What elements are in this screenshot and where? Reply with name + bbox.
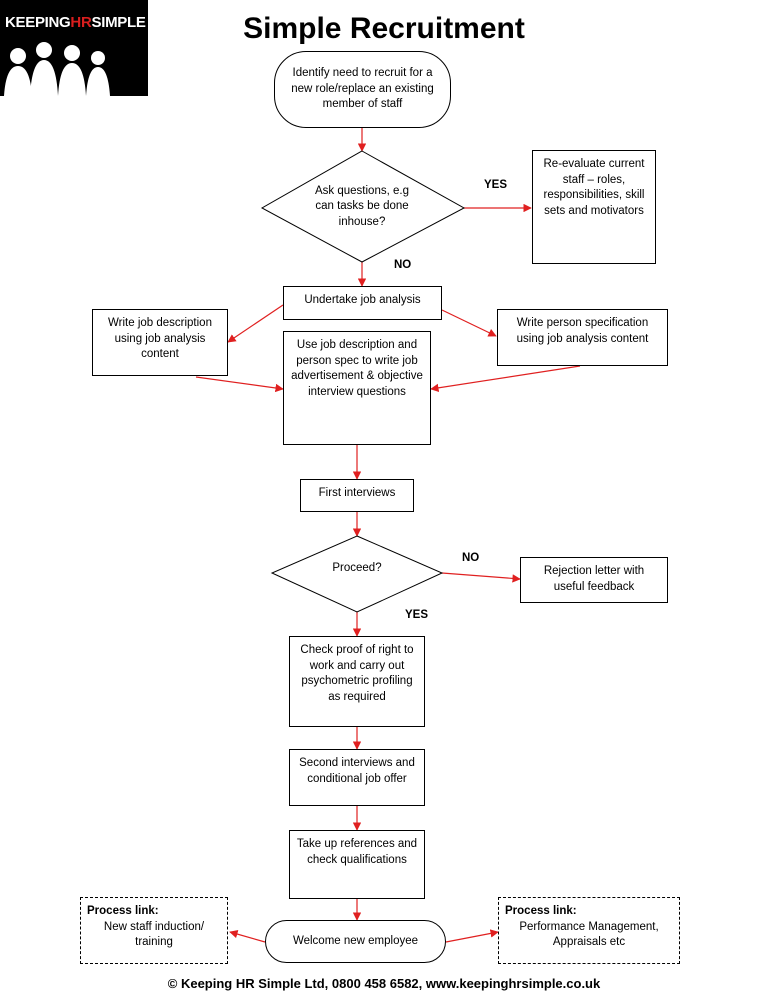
arrow-to-job-description <box>227 304 284 343</box>
welcome-employee-node: Welcome new employee <box>265 920 446 963</box>
performance-process-link: Process link: Performance Management, Ap… <box>498 897 680 964</box>
advertisement-box: Use job description and person spec to w… <box>283 331 431 445</box>
decision-proceed-label: Proceed? <box>332 562 382 575</box>
company-logo: KEEPINGHRSIMPLE <box>0 0 148 96</box>
reevaluate-staff-box: Re-evaluate current staff – roles, respo… <box>532 150 656 264</box>
arrow-job-description-to-ad <box>195 376 284 393</box>
arrow-person-spec-to-ad <box>430 365 581 392</box>
job-analysis-box: Undertake job analysis <box>283 286 442 320</box>
decision-inhouse-diamond <box>260 150 466 263</box>
decision-proceed-diamond <box>270 535 444 613</box>
performance-link-body: Performance Management, Appraisals etc <box>519 920 659 949</box>
second-interviews-box: Second interviews and conditional job of… <box>289 749 425 806</box>
no-label-inhouse: NO <box>394 259 412 271</box>
arrow-no-to-rejection <box>441 572 521 583</box>
first-interviews-box: First interviews <box>300 479 414 512</box>
start-node: Identify need to recruit for a new role/… <box>274 51 451 128</box>
job-description-box: Write job description using job analysis… <box>92 309 228 376</box>
no-label-proceed: NO <box>462 552 480 564</box>
right-to-work-box: Check proof of right to work and carry o… <box>289 636 425 727</box>
person-spec-box: Write person specification using job ana… <box>497 309 668 366</box>
references-box: Take up references and check qualificati… <box>289 830 425 899</box>
induction-process-link: Process link: New staff induction/ train… <box>80 897 228 964</box>
logo-people-silhouettes <box>4 42 110 96</box>
arrow-to-performance-link <box>445 929 499 943</box>
induction-link-title: Process link: <box>87 905 159 917</box>
rejection-letter-box: Rejection letter with useful feedback <box>520 557 668 603</box>
performance-link-title: Process link: <box>505 905 577 917</box>
arrow-to-induction-link <box>229 930 266 943</box>
footer-copyright: © Keeping HR Simple Ltd, 0800 458 6582, … <box>167 976 601 991</box>
decision-inhouse-label: Ask questions, e.g can tasks be done inh… <box>315 184 409 228</box>
arrow-to-person-spec <box>441 309 497 337</box>
page-title: Simple Recruitment <box>243 12 525 45</box>
logo-wordmark: KEEPINGHRSIMPLE <box>5 14 146 31</box>
yes-label-inhouse: YES <box>484 179 508 191</box>
yes-label-proceed: YES <box>405 609 429 621</box>
induction-link-body: New staff induction/ training <box>103 920 205 949</box>
